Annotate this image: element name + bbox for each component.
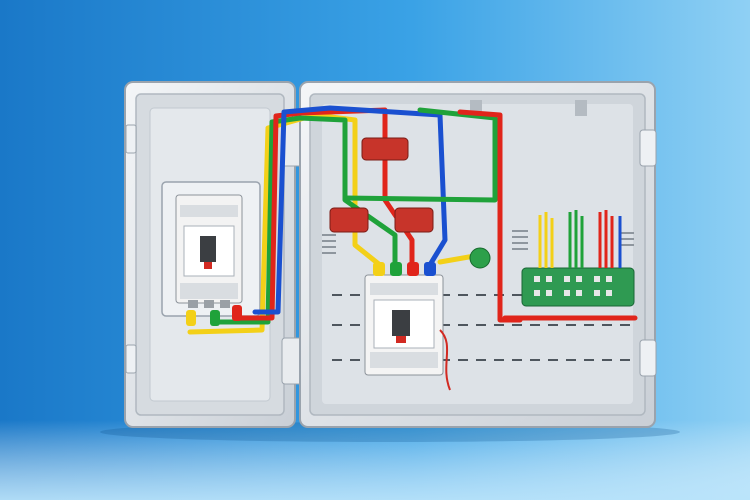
- mounting-rails: [332, 294, 630, 361]
- vent-slots: [322, 230, 634, 254]
- wire-wG1: [212, 115, 398, 325]
- breaker-handle-red-center: [396, 336, 406, 343]
- current-transformers: [329, 137, 434, 233]
- wire-end: [424, 262, 436, 276]
- breaker-wire-ends: [373, 262, 436, 276]
- terminal-block: [521, 267, 635, 307]
- main-breaker-left: [175, 194, 243, 308]
- wire-wG2: [342, 107, 498, 203]
- wire-end: [373, 262, 385, 276]
- wire-wR1: [237, 107, 415, 321]
- current-transformer: [361, 137, 409, 161]
- wire-end: [210, 310, 220, 326]
- wire-end: [407, 262, 419, 276]
- left-breaker-wire-ends: [186, 305, 242, 326]
- wire-end: [232, 305, 242, 321]
- breaker-handle-red: [204, 262, 212, 269]
- wire-end: [186, 310, 196, 326]
- wire-wB1: [252, 105, 448, 315]
- main-breaker-center: [364, 274, 451, 391]
- floor-reflection: [0, 420, 750, 500]
- current-transformer: [394, 207, 434, 233]
- wiring: [187, 105, 638, 335]
- output-wires: [538, 210, 622, 268]
- ground-connector: [469, 247, 491, 269]
- current-transformer: [329, 207, 369, 233]
- wire-end: [390, 262, 402, 276]
- wire-wY1: [187, 112, 383, 335]
